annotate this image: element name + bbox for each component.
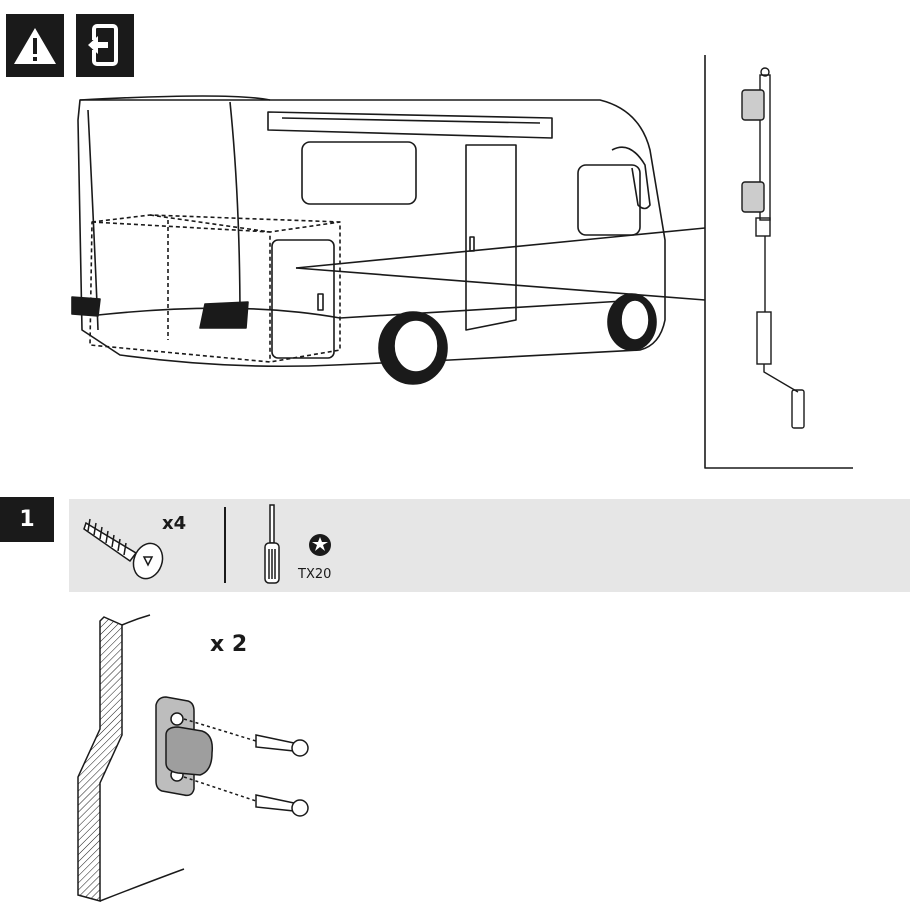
divider: [224, 507, 226, 583]
screw-quantity: x4: [162, 513, 186, 534]
tool-bit-label: TX20: [298, 567, 331, 582]
motorhome-illustration: [0, 0, 918, 480]
step-number: 1: [0, 497, 54, 542]
screwdriver-icon: [262, 503, 282, 585]
wall-bracket-assembly: [66, 605, 326, 910]
screw-icon: [80, 505, 175, 585]
torx-icon: [308, 533, 332, 557]
tools-bar: [69, 499, 910, 592]
